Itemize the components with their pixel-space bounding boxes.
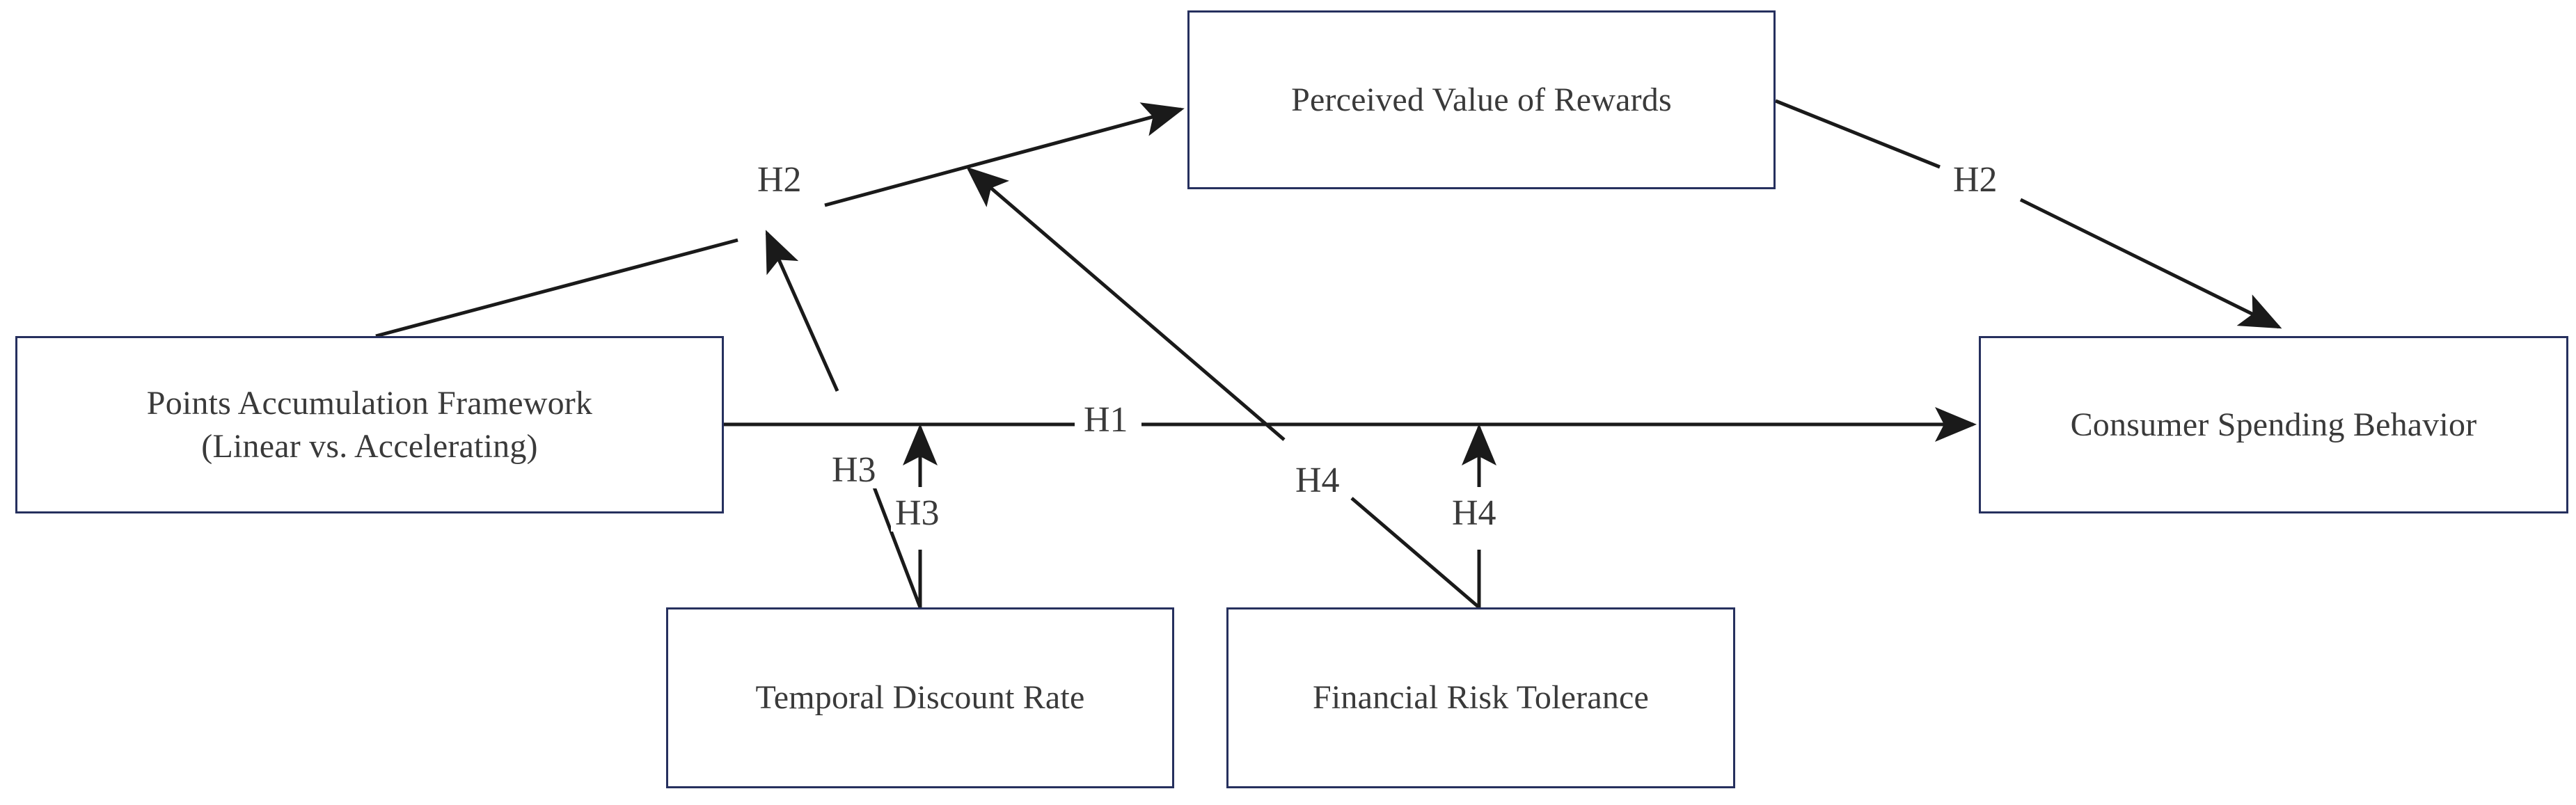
edge-label-h1-framework-to-spending: H1 bbox=[1080, 402, 1132, 438]
edge-line-h4-financial-to-perceived-b bbox=[966, 166, 1286, 441]
edge-line-h2-perceived-to-spending-b bbox=[2019, 198, 2282, 329]
edge-label-h2-framework-to-perceived-value: H2 bbox=[753, 162, 806, 198]
edge-line-h4-financial-to-perceived bbox=[1350, 497, 1480, 609]
edge-label-h3-temporal-to-h2-path: H3 bbox=[828, 452, 880, 488]
edge-label-h3-temporal-to-h1-path: H3 bbox=[891, 495, 944, 532]
node-label-points-accumulation-framework: Points Accumulation Framework (Linear vs… bbox=[146, 385, 593, 465]
edge-label-h4-financial-to-perceived-value: H4 bbox=[1291, 463, 1344, 499]
edge-label-h2-perceived-to-spending: H2 bbox=[1949, 162, 2002, 198]
edge-line-h2-framework-to-perceived-value-b bbox=[824, 102, 1185, 207]
edge-line-h2-perceived-to-spending bbox=[1775, 99, 1941, 169]
node-label-temporal-discount-rate: Temporal Discount Rate bbox=[755, 679, 1085, 717]
edge-line-h3-temporal-to-h2-path bbox=[869, 479, 922, 608]
node-label-perceived-value-of-rewards: Perceived Value of Rewards bbox=[1291, 81, 1672, 118]
node-label-financial-risk-tolerance: Financial Risk Tolerance bbox=[1312, 679, 1650, 717]
edge-label-h4-financial-to-h1-path: H4 bbox=[1448, 495, 1501, 532]
node-perceived-value-of-rewards[interactable]: Perceived Value of Rewards bbox=[1187, 10, 1776, 189]
edge-line-h3-temporal-to-h2-path-b bbox=[765, 230, 839, 392]
node-temporal-discount-rate[interactable]: Temporal Discount Rate bbox=[666, 607, 1174, 788]
node-points-accumulation-framework[interactable]: Points Accumulation Framework (Linear vs… bbox=[15, 336, 724, 513]
node-financial-risk-tolerance[interactable]: Financial Risk Tolerance bbox=[1226, 607, 1735, 788]
node-label-consumer-spending-behavior: Consumer Spending Behavior bbox=[2070, 406, 2477, 443]
node-consumer-spending-behavior[interactable]: Consumer Spending Behavior bbox=[1979, 336, 2568, 513]
edge-line-h2-framework-to-perceived-value bbox=[375, 238, 738, 338]
